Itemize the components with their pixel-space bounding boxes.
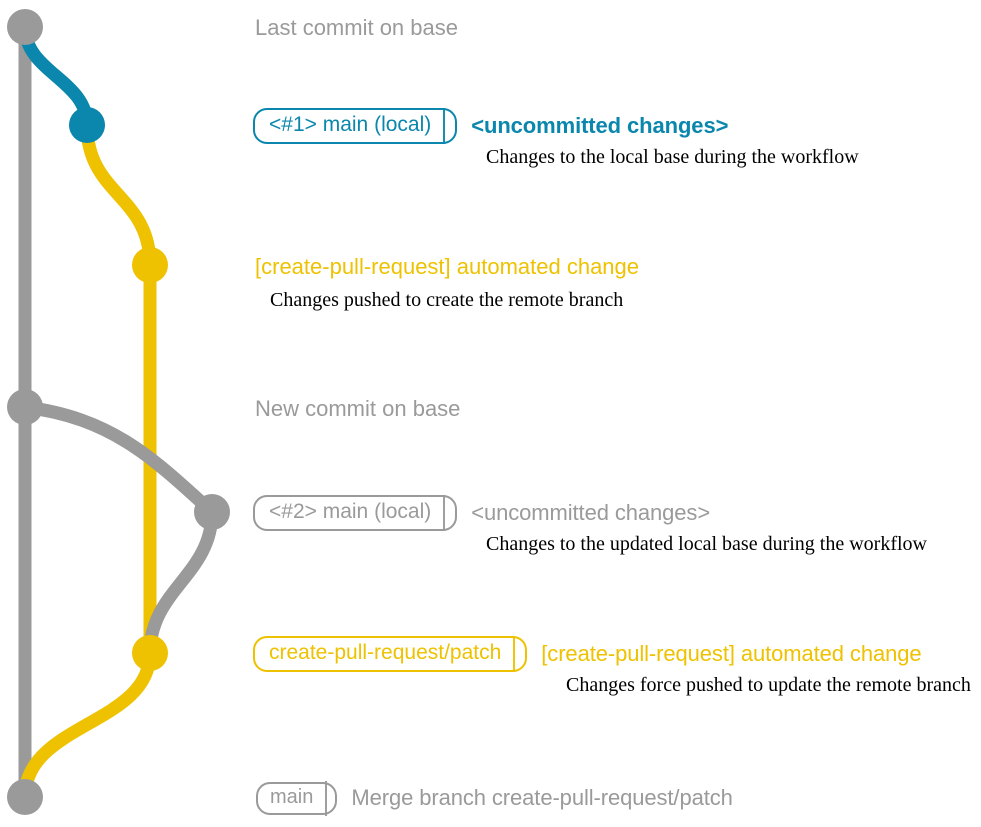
row-merge: main Merge branch create-pull-request/pa…: [256, 779, 733, 817]
row-local-1: <#1> main (local) <uncommitted changes>: [253, 106, 728, 146]
row-new-commit: New commit on base: [255, 393, 460, 425]
row-patch-2-description: Changes force pushed to update the remot…: [566, 674, 971, 696]
commit-node-base-new[interactable]: [7, 389, 43, 425]
ref-badge-label: <#2> main (local): [269, 494, 446, 532]
commit-subject: Last commit on base: [255, 15, 458, 40]
commit-node-base-last[interactable]: [7, 9, 43, 45]
local1-to-patch1-line: [80, 118, 157, 272]
commit-subject: [create-pull-request] automated change: [541, 641, 922, 666]
commit-node-local-2[interactable]: [194, 494, 230, 530]
ref-badge-label: create-pull-request/patch: [269, 635, 516, 673]
row-local-2: <#2> main (local) <uncommitted changes>: [253, 493, 710, 533]
commit-node-merge[interactable]: [7, 779, 43, 815]
commit-subject: <uncommitted changes>: [471, 500, 711, 525]
ref-badge-main[interactable]: main: [256, 780, 338, 816]
commit-node-patch-2[interactable]: [132, 635, 168, 671]
patch2-to-merge-line: [18, 646, 157, 804]
ref-badge-create-pull-request-patch[interactable]: create-pull-request/patch: [253, 635, 528, 673]
row-patch-2: create-pull-request/patch [create-pull-r…: [253, 634, 922, 674]
commit-node-local-1[interactable]: [69, 107, 105, 143]
commit-subject: Merge branch create-pull-request/patch: [351, 785, 733, 810]
commit-subject: <uncommitted changes>: [471, 113, 729, 138]
ref-badge-label: main: [270, 780, 328, 816]
row-last-commit: Last commit on base: [255, 12, 458, 44]
row-local-2-description: Changes to the updated local base during…: [486, 533, 927, 555]
ref-badge-label: <#1> main (local): [269, 107, 446, 145]
row-patch-1-description: Changes pushed to create the remote bran…: [270, 289, 624, 311]
ref-badge-main-local-1[interactable]: <#1> main (local): [253, 107, 458, 145]
commit-nodes: [7, 9, 230, 815]
commit-node-patch-1[interactable]: [132, 247, 168, 283]
row-local-1-description: Changes to the local base during the wor…: [486, 146, 859, 168]
local2-to-patch2-line: [143, 505, 219, 660]
commit-subject: New commit on base: [255, 396, 461, 421]
row-patch-1: [create-pull-request] automated change: [255, 251, 639, 283]
ref-badge-main-local-2[interactable]: <#2> main (local): [253, 494, 458, 532]
base2-to-local2-line: [18, 400, 219, 519]
commit-subject: [create-pull-request] automated change: [255, 254, 640, 279]
